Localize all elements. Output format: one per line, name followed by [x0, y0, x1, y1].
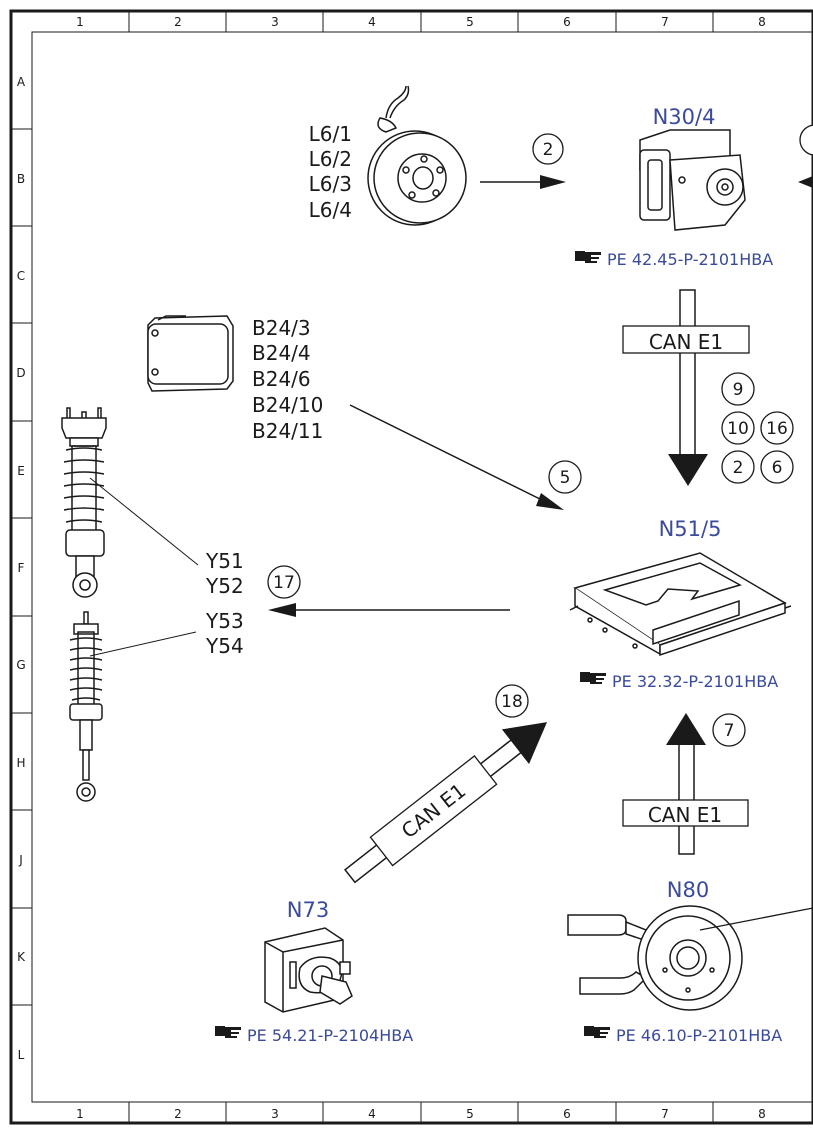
label-l6-1: L6/1: [309, 122, 352, 146]
signal-number: 2: [733, 458, 744, 478]
n80-title: N80: [667, 878, 709, 902]
grid-row-c: C: [17, 269, 25, 283]
steering-column-module-illustration: [567, 905, 813, 1011]
grid-row-b: B: [17, 172, 25, 186]
grid-col-5: 5: [466, 1107, 474, 1121]
n80-ref-text: PE 46.10-P-2101HBA: [616, 1026, 782, 1045]
grid-row-a: A: [17, 75, 26, 89]
grid-col-8: 8: [758, 1107, 766, 1121]
grid-col-1: 1: [76, 1107, 84, 1121]
n51-5-ref-text: PE 32.32-P-2101HBA: [612, 672, 778, 691]
n73-reference: PE 54.21-P-2104HBA: [215, 1026, 413, 1045]
rear-strut-illustration: [69, 611, 103, 802]
label-l6-4: L6/4: [309, 198, 352, 222]
grid-row-labels: A B C D E F G H J K L: [16, 75, 26, 1062]
grid-col-7: 7: [661, 1107, 669, 1121]
signal-number: 6: [772, 458, 783, 478]
signal-bubble-group: 9 10 16 2 6: [721, 372, 794, 484]
signal-number: 17: [273, 573, 295, 593]
signal-bubble: [532, 133, 564, 165]
can-bus-arrow-down: CAN E1: [622, 289, 750, 486]
acceleration-sensor-illustration: [147, 315, 234, 392]
valve-labels: Y51 Y52 Y53 Y54: [205, 549, 244, 658]
grid-row-j: J: [18, 853, 23, 867]
grid-col-8: 8: [758, 15, 766, 29]
grid-col-6: 6: [563, 1107, 571, 1121]
grid-col-6: 6: [563, 15, 571, 29]
grid-row-l: L: [18, 1048, 25, 1062]
n30-4-ref-text: PE 42.45-P-2101HBA: [607, 250, 773, 269]
label-l6-2: L6/2: [309, 147, 352, 171]
grid-col-5: 5: [466, 15, 474, 29]
pointing-hand-icon: [580, 672, 606, 684]
signal-bubble: [712, 713, 746, 747]
label-y53: Y53: [205, 609, 244, 633]
grid-col-4: 4: [368, 1107, 376, 1121]
n73-title: N73: [287, 898, 329, 922]
grid-col-2: 2: [174, 15, 182, 29]
can-bus-arrow-up: CAN E1 7: [622, 713, 749, 855]
label-y51: Y51: [205, 549, 244, 573]
grid-column-labels-bottom: 1 2 3 4 5 6 7 8: [76, 1107, 766, 1121]
n30-4-reference: PE 42.45-P-2101HBA: [575, 250, 773, 269]
can-e1-label-right: CAN E1: [648, 803, 722, 827]
grid-col-2: 2: [174, 1107, 182, 1121]
signal-number: 5: [560, 468, 571, 488]
label-b24-11: B24/11: [252, 419, 323, 443]
grid-column-labels-top: 1 2 3 4 5 6 7 8: [76, 15, 766, 29]
n51-5-title: N51/5: [659, 517, 722, 541]
signal-arrow-17: 17: [267, 565, 510, 617]
wheel-speed-sensor-labels: L6/1 L6/2 L6/3 L6/4: [309, 122, 352, 222]
label-y52: Y52: [205, 574, 244, 598]
signal-number: 2: [543, 140, 554, 160]
grid-col-1: 1: [76, 15, 84, 29]
grid-row-f: F: [18, 561, 25, 575]
sensor-labels: B24/3 B24/4 B24/6 B24/10 B24/11: [252, 316, 323, 443]
signal-number: 10: [727, 419, 749, 439]
grid-col-3: 3: [271, 1107, 279, 1121]
label-b24-3: B24/3: [252, 316, 311, 340]
signal-arrow-2: 2: [480, 133, 566, 189]
label-b24-4: B24/4: [252, 341, 311, 365]
pointing-hand-icon: [584, 1026, 610, 1038]
signal-arrow-5: 5: [349, 404, 582, 510]
label-y54: Y54: [205, 634, 244, 658]
drawing-frame: [9, 9, 813, 1125]
n73-ref-text: PE 54.21-P-2104HBA: [247, 1026, 413, 1045]
grid-row-e: E: [17, 464, 25, 478]
pointing-hand-icon: [215, 1026, 241, 1038]
signal-number: 9: [733, 380, 744, 400]
brake-disc-illustration: [367, 85, 467, 226]
label-b24-10: B24/10: [252, 393, 323, 417]
n80-reference: PE 46.10-P-2101HBA: [584, 1026, 782, 1045]
n51-5-reference: PE 32.32-P-2101HBA: [580, 672, 778, 691]
grid-row-d: D: [16, 366, 25, 380]
signal-bubble: [495, 684, 529, 718]
valve-leader-lines: [89, 477, 199, 657]
signal-number: 7: [724, 721, 735, 741]
grid-col-3: 3: [271, 15, 279, 29]
can-e1-label-top: CAN E1: [649, 330, 723, 354]
signal-number: 18: [501, 692, 523, 712]
grid-row-k: K: [17, 950, 26, 964]
front-strut-illustration: [61, 407, 107, 598]
label-l6-3: L6/3: [309, 172, 352, 196]
n30-4-title: N30/4: [653, 105, 716, 129]
ignition-switch-illustration: [264, 927, 353, 1013]
signal-bubble: [267, 565, 301, 599]
grid-col-7: 7: [661, 15, 669, 29]
signal-number: 16: [766, 419, 788, 439]
esp-hydraulic-unit-illustration: [639, 129, 746, 231]
grid-col-4: 4: [368, 15, 376, 29]
grid-row-h: H: [16, 756, 25, 770]
control-unit-n51-5-illustration: [569, 552, 792, 657]
incoming-arrow-partial: [798, 176, 813, 188]
grid-row-g: G: [16, 658, 25, 672]
can-bus-arrow-diagonal: CAN E1 18: [344, 684, 548, 884]
label-b24-6: B24/6: [252, 367, 311, 391]
signal-bubble: [548, 460, 582, 494]
pointing-hand-icon: [575, 251, 601, 263]
signal-bubble-partial: [799, 124, 813, 156]
